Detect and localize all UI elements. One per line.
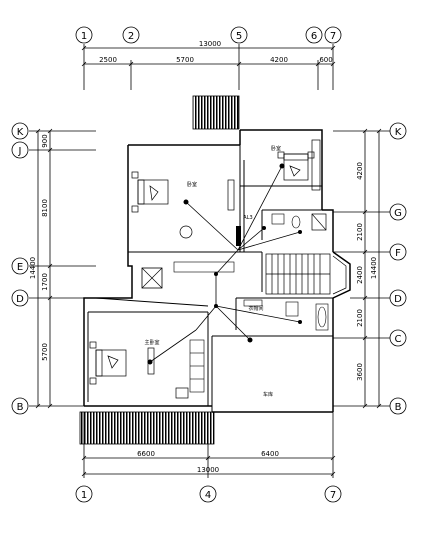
grid-label-left-D: D [16,294,24,305]
grid-label-bottom-1: 1 [81,490,87,501]
grid-label-right-D: D [394,294,402,305]
electrical-wiring [149,165,301,363]
left-dimensions [29,128,96,409]
room-label-garage: 车库 [263,391,273,398]
room-label-master-bedroom: 主卧室 [144,339,159,346]
grid-bubble-bottom-1 [75,485,93,503]
grid-label-top-7: 7 [330,31,336,42]
dim-left-2: 8100 [41,199,49,217]
grid-label-top-2: 2 [128,31,134,42]
dim-bottom-1: 6600 [137,450,155,458]
dim-left-1: 900 [41,134,49,147]
grid-bubble-top-2 [122,26,140,44]
grid-bubble-bottom-4 [199,485,217,503]
dim-right-2: 2100 [356,223,364,241]
grid-bubble-bottom-7 [324,485,342,503]
grid-label-right-F: F [395,248,401,259]
bed-top-right [277,139,321,191]
grid-bubble-right-D [389,289,407,307]
panel-label: AL3 [243,215,252,221]
dim-left-total: 14400 [29,257,37,279]
bay-window [332,255,347,295]
grid-label-bottom-4: 4 [205,490,211,501]
room-label-bedroom-center: 卧室 [187,181,197,188]
balcony-top [192,95,240,130]
dim-top-2: 5700 [176,56,194,64]
grid-label-top-1: 1 [81,31,87,42]
grid-bubble-right-G [389,203,407,221]
dim-right-5: 3600 [356,363,364,381]
corridor-cabinet [173,261,235,273]
distribution-panel [236,226,241,246]
grid-label-right-K: K [395,127,402,138]
grid-bubble-right-F [389,243,407,261]
bathroom-fixtures [243,213,329,331]
shaft-box [141,267,163,289]
grid-bubble-left-E [11,257,29,275]
bed-center-left [131,171,235,239]
grid-bubble-top-6 [305,26,323,44]
grid-label-right-G: G [394,208,402,219]
dim-bottom-2: 6400 [261,450,279,458]
grid-label-right-C: C [395,334,402,345]
right-dimensions [333,128,392,409]
dim-top-4: 600 [319,56,332,64]
toilet-shaft [311,213,327,231]
grid-bubble-right-B [389,397,407,415]
grid-bubble-left-K [11,122,29,140]
grid-bubble-top-1 [75,26,93,44]
dim-right-4: 2100 [356,309,364,327]
dim-top-total: 13000 [199,40,221,48]
grid-label-top-6: 6 [311,31,317,42]
grid-label-left-K: K [17,127,24,138]
grid-label-right-B: B [395,402,402,413]
dim-top-1: 2500 [99,56,117,64]
dim-left-3: 1700 [41,273,49,291]
wardrobe-master [189,339,205,393]
dim-right-3: 2400 [356,266,364,284]
grid-bubble-right-C [389,329,407,347]
balcony-bottom [79,411,215,445]
grid-bubble-left-B [11,397,29,415]
grid-bubble-top-5 [230,26,248,44]
grid-label-left-B: B [17,402,24,413]
dim-bottom-total: 13000 [197,466,219,474]
grid-bubble-left-D [11,289,29,307]
grid-label-top-5: 5 [236,31,242,42]
room-label-cloakroom: 衣帽间 [248,305,263,312]
electrical-points [147,163,302,365]
dim-right-1: 4200 [356,162,364,180]
bed-master [89,341,189,399]
room-label-bedroom-top-right: 卧室 [271,145,281,152]
dim-top-3: 4200 [270,56,288,64]
grid-label-bottom-7: 7 [330,490,336,501]
grid-bubble-top-7 [324,26,342,44]
exterior-walls [83,129,351,413]
grid-label-left-J: J [18,146,22,157]
grid-bubble-right-K [389,122,407,140]
top-dimensions [81,44,336,90]
staircase [265,253,331,295]
dim-right-total: 14400 [370,257,378,279]
grid-bubble-left-J [11,141,29,159]
grid-label-left-E: E [17,262,23,273]
dim-left-4: 5700 [41,343,49,361]
